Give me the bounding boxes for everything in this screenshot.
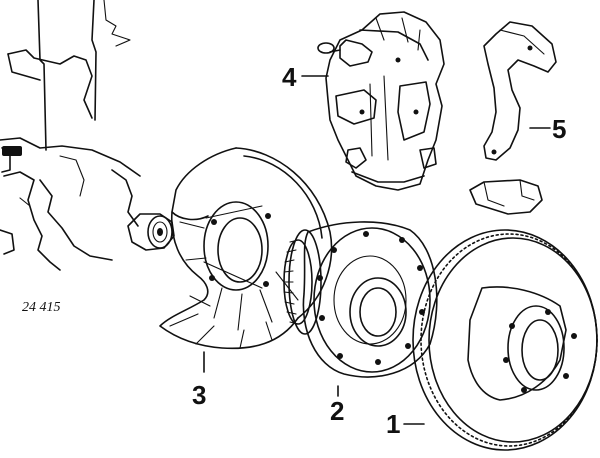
callout-4: 4 bbox=[282, 62, 329, 92]
callout-number-3: 3 bbox=[192, 380, 206, 410]
diagram-code-label: 24 415 bbox=[22, 300, 61, 315]
brake-caliper bbox=[317, 11, 445, 191]
callout-number-2: 2 bbox=[330, 396, 344, 426]
steering-knuckle-assembly bbox=[0, 0, 175, 271]
callout-number-5: 5 bbox=[552, 114, 566, 144]
callout-5: 5 bbox=[529, 114, 566, 144]
callout-number-4: 4 bbox=[282, 62, 297, 92]
callout-2: 2 bbox=[330, 385, 344, 426]
callout-1: 1 bbox=[386, 409, 425, 439]
caliper-bracket bbox=[469, 21, 557, 215]
dust-shield bbox=[159, 147, 333, 350]
brake-rotor bbox=[412, 229, 598, 451]
callout-3: 3 bbox=[192, 351, 206, 410]
callout-number-1: 1 bbox=[386, 409, 400, 439]
wheel-hub bbox=[283, 221, 438, 378]
